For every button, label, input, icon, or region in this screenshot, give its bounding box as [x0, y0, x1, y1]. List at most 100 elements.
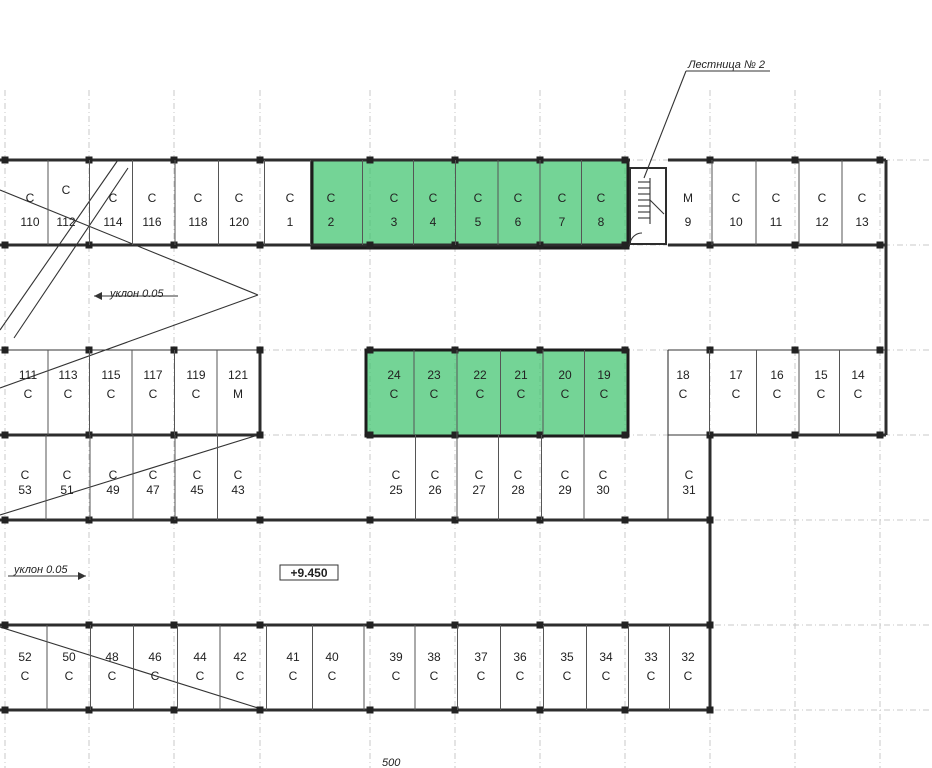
space-number: 4 — [430, 215, 437, 229]
space-type: С — [63, 468, 72, 482]
space-number: 38 — [427, 650, 441, 664]
space-number: 45 — [190, 483, 204, 497]
space-number: 31 — [682, 483, 696, 497]
space-type: С — [684, 669, 693, 683]
column — [621, 156, 629, 164]
parking-space: С52 — [18, 650, 32, 683]
space-number: 23 — [427, 368, 441, 382]
parking-space: С25 — [389, 468, 403, 497]
space-type: С — [430, 387, 439, 401]
space-type: С — [430, 669, 439, 683]
column — [621, 516, 629, 524]
column — [621, 431, 629, 439]
parking-space: С6 — [514, 191, 523, 229]
parking-space: С45 — [190, 468, 204, 497]
space-type: С — [107, 387, 116, 401]
column — [791, 346, 799, 354]
parking-space: С32 — [681, 650, 695, 683]
space-type: С — [192, 387, 201, 401]
space-type: С — [234, 468, 243, 482]
column — [536, 621, 544, 629]
space-number: 30 — [596, 483, 610, 497]
space-type: С — [327, 191, 336, 205]
space-number: 28 — [511, 483, 525, 497]
column — [85, 621, 93, 629]
parking-space: С42 — [233, 650, 247, 683]
space-type: С — [390, 387, 399, 401]
space-type: С — [429, 191, 438, 205]
parking-space: С4 — [429, 191, 438, 229]
space-number: 116 — [142, 215, 161, 229]
space-number: 3 — [391, 215, 398, 229]
space-number: 110 — [20, 215, 39, 229]
space-type: С — [516, 669, 525, 683]
space-type: С — [773, 387, 782, 401]
parking-space: С14 — [851, 368, 865, 401]
space-type: С — [602, 669, 611, 683]
space-type: С — [65, 669, 74, 683]
space-type: С — [679, 387, 688, 401]
space-type: С — [854, 387, 863, 401]
column — [621, 346, 629, 354]
space-type: С — [236, 669, 245, 683]
column — [706, 241, 714, 249]
parking-space: С30 — [596, 468, 610, 497]
column — [1, 706, 9, 714]
parking-space: С8 — [597, 191, 606, 229]
space-number: 17 — [729, 368, 743, 382]
column — [791, 241, 799, 249]
space-type: С — [514, 468, 523, 482]
space-type: С — [390, 191, 399, 205]
space-type: С — [109, 191, 118, 205]
space-number: 6 — [515, 215, 522, 229]
space-number: 50 — [62, 650, 76, 664]
parking-space: С 36 — [513, 650, 527, 683]
space-type: С — [732, 387, 741, 401]
parking-space: С13 — [855, 191, 869, 229]
column — [366, 156, 374, 164]
staircase-2 — [629, 167, 667, 246]
column — [791, 431, 799, 439]
column — [876, 156, 884, 164]
space-type: С — [600, 387, 609, 401]
column — [366, 431, 374, 439]
space-number: 49 — [106, 483, 120, 497]
parking-space: С44 — [193, 650, 207, 683]
parking-space: С35 — [560, 650, 574, 683]
parking-space: С53 — [18, 468, 32, 497]
space-type: С — [431, 468, 440, 482]
space-number: 34 — [599, 650, 613, 664]
space-number: 9 — [685, 215, 692, 229]
parking-space: С21 — [514, 368, 528, 401]
column — [366, 516, 374, 524]
column — [621, 241, 629, 249]
parking-space: С48 — [105, 650, 119, 683]
parking-space: С10 — [729, 191, 743, 229]
space-number: 35 — [560, 650, 574, 664]
column — [451, 516, 459, 524]
column — [1, 346, 9, 354]
space-number: 11 — [770, 215, 783, 229]
space-type: С — [476, 387, 485, 401]
space-number: 43 — [231, 483, 245, 497]
parking-space: С33 — [644, 650, 658, 683]
walls — [0, 158, 888, 712]
space-type: М — [233, 387, 243, 401]
space-type: С — [732, 191, 741, 205]
plan-annotations: уклон 0.05 уклон 0.05 +9.450 Лестница № … — [8, 59, 770, 768]
column — [256, 241, 264, 249]
space-number: 36 — [513, 650, 527, 664]
parking-spaces: С110С112С114С116С118С120С1С2С3С4С5С6С7С8… — [18, 160, 869, 710]
space-type: С — [328, 669, 337, 683]
space-number: 27 — [472, 483, 486, 497]
parking-space: С 23 — [427, 368, 441, 401]
space-number: 39 — [389, 650, 403, 664]
parking-space: С 50 — [62, 650, 76, 683]
space-type: С — [772, 191, 781, 205]
